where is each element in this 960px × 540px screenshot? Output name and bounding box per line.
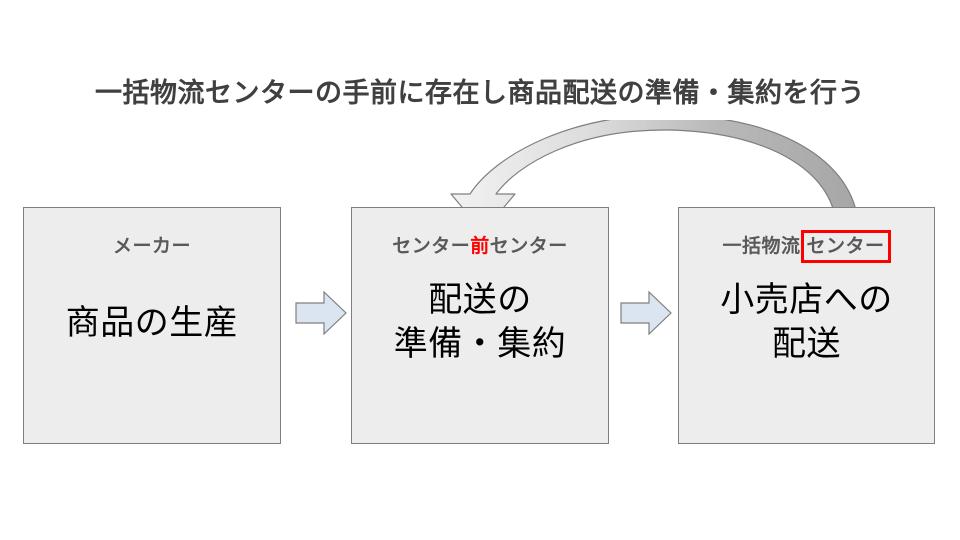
process-box-maker-body: 商品の生産 bbox=[24, 301, 280, 345]
body-line-1: 配送の bbox=[428, 280, 532, 320]
process-box-ikkatsu-center-label: 一括物流センター bbox=[679, 230, 934, 263]
process-box-maker[interactable]: メーカー 商品の生産 bbox=[23, 207, 281, 444]
label-text-pre: 一括物流 bbox=[722, 235, 801, 257]
body-line-2: 配送 bbox=[772, 324, 841, 364]
label-accent-highlight-box: センター bbox=[800, 230, 891, 263]
process-box-mae-center-label: センター前センター bbox=[352, 233, 608, 259]
label-text-post: センター bbox=[489, 235, 568, 257]
process-box-ikkatsu-center[interactable]: 一括物流センター 小売店への 配送 bbox=[678, 207, 935, 444]
label-text-pre: メーカー bbox=[112, 235, 191, 257]
label-text-pre: センター bbox=[392, 235, 471, 257]
process-box-mae-center[interactable]: センター前センター 配送の 準備・集約 bbox=[351, 207, 609, 444]
process-box-mae-center-body: 配送の 準備・集約 bbox=[352, 278, 608, 366]
body-line-1: 商品の生産 bbox=[65, 303, 239, 343]
process-box-ikkatsu-center-body: 小売店への 配送 bbox=[679, 278, 934, 366]
flow-arrow-right-icon-2 bbox=[620, 290, 672, 336]
body-line-1: 小売店への bbox=[720, 280, 893, 320]
process-box-maker-label: メーカー bbox=[24, 233, 280, 259]
body-line-2: 準備・集約 bbox=[393, 324, 567, 364]
flow-arrow-right-icon-1 bbox=[295, 290, 347, 336]
label-accent-mae: 前 bbox=[470, 235, 490, 257]
page-title: 一括物流センターの手前に存在し商品配送の準備・集約を行う bbox=[95, 78, 865, 109]
